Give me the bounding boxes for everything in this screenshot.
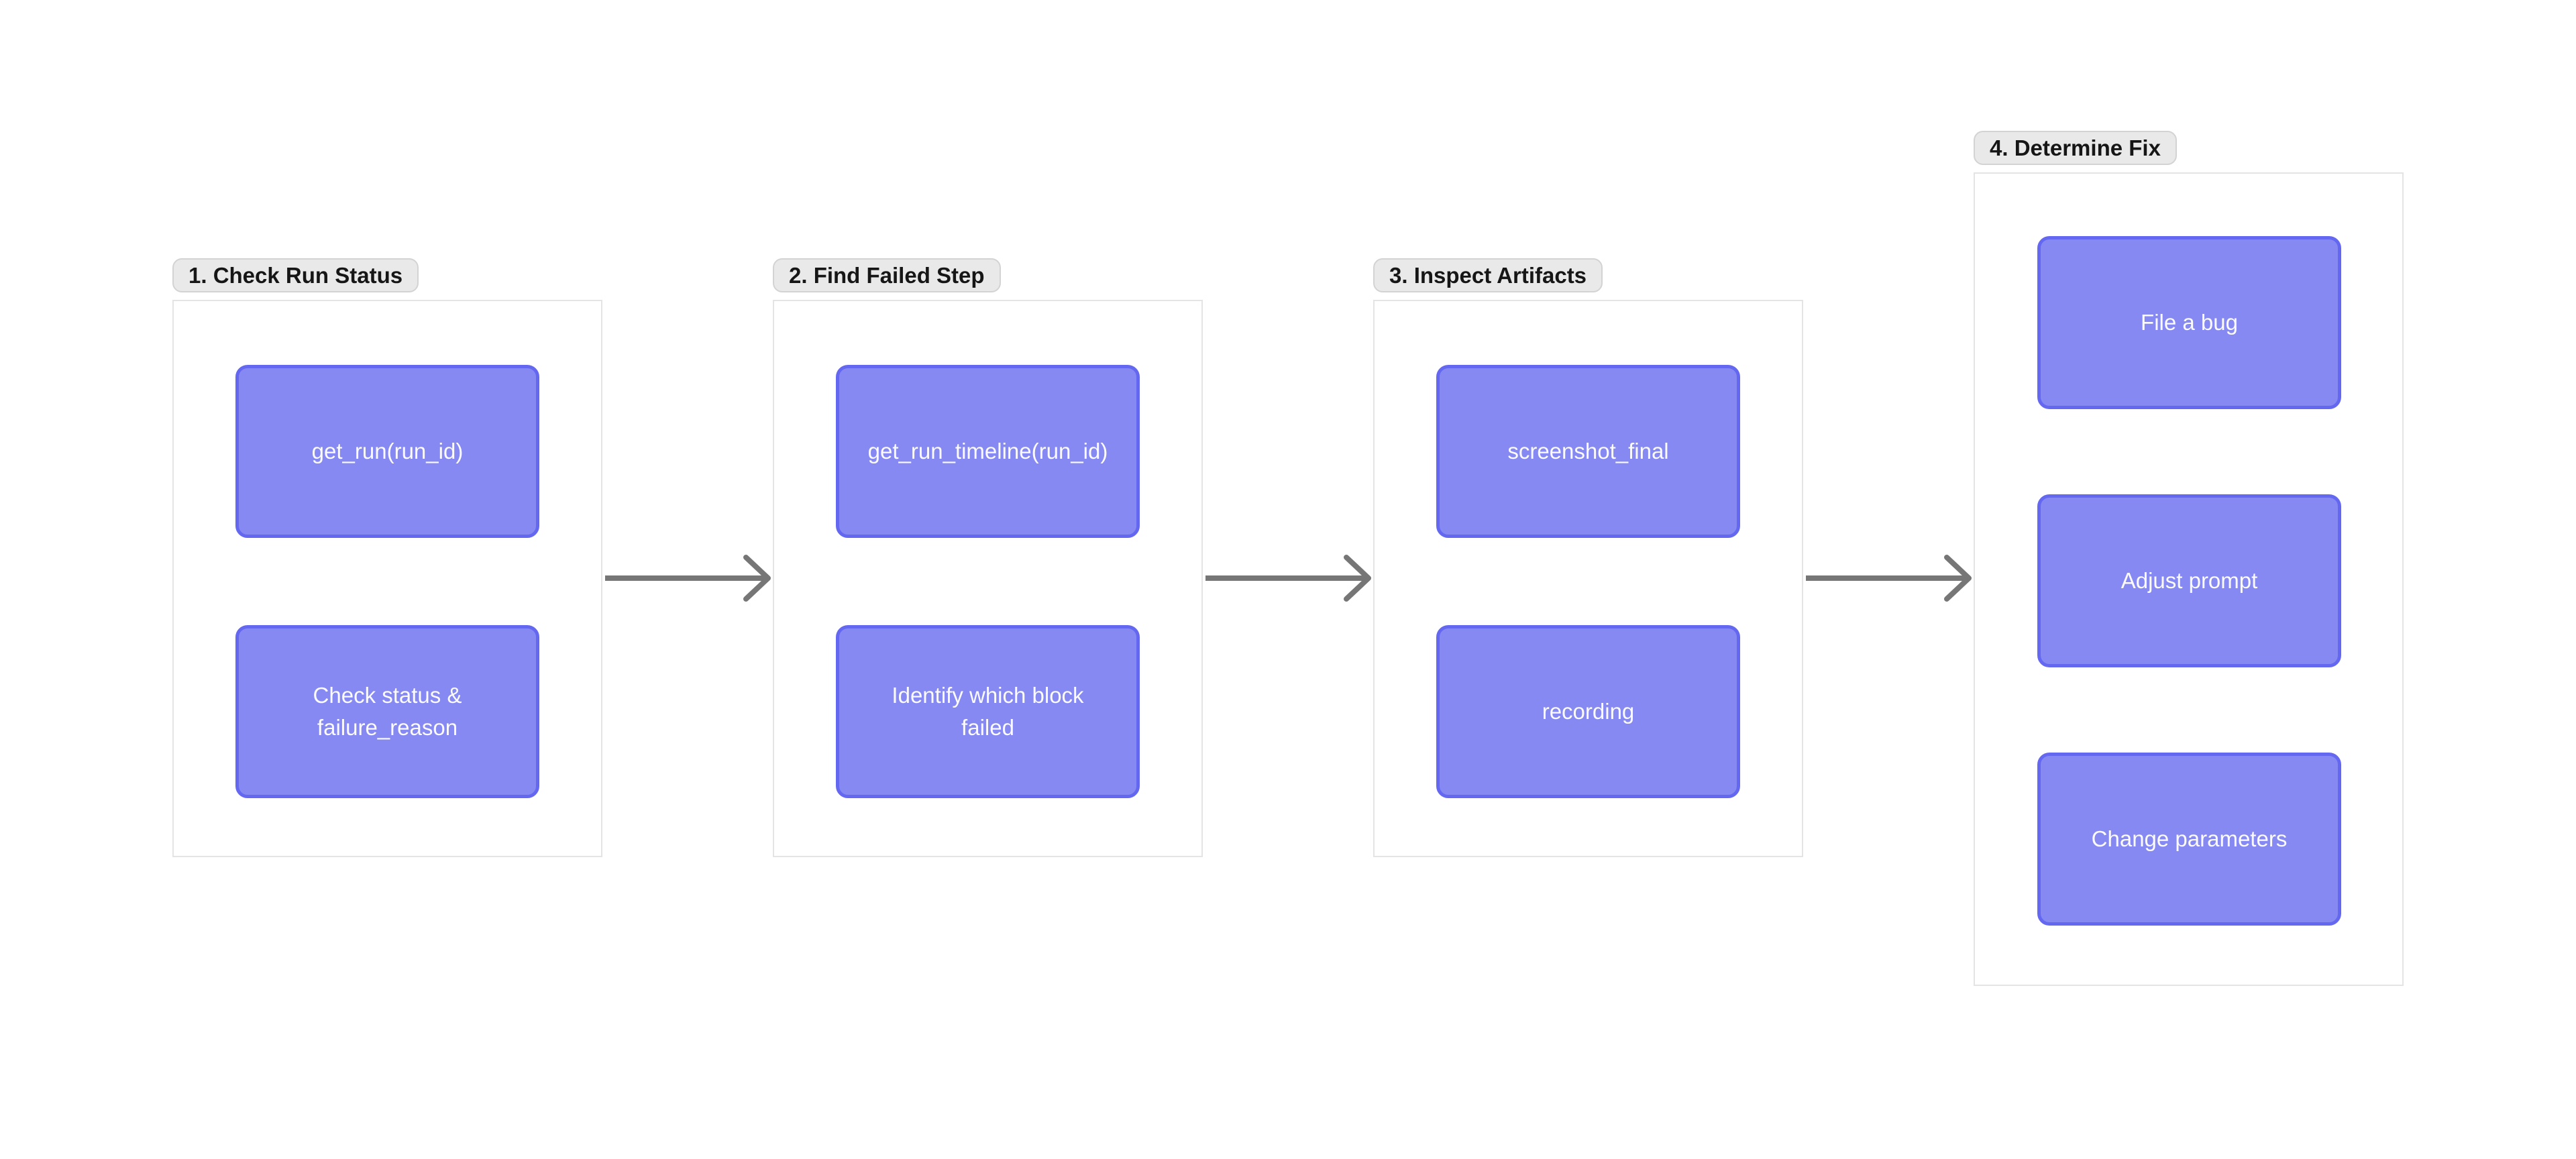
group-determine-fix[interactable]: 4. Determine Fix File a bug Adjust promp… [1974, 131, 2404, 986]
node-change-parameters[interactable]: Change parameters [2037, 753, 2341, 926]
node-adjust-prompt[interactable]: Adjust prompt [2037, 494, 2341, 667]
node-label: screenshot_final [1507, 439, 1669, 464]
group-inspect-artifacts[interactable]: 3. Inspect Artifacts screenshot_final re… [1373, 258, 1803, 857]
node-label: Adjust prompt [2121, 568, 2258, 594]
group-label: 4. Determine Fix [1974, 131, 2177, 165]
node-label: Change parameters [2091, 826, 2288, 852]
group-check-run-status[interactable]: 1. Check Run Status get_run(run_id) Chec… [172, 258, 602, 857]
node-screenshot-final[interactable]: screenshot_final [1436, 365, 1740, 538]
node-label: Check status & failure_reason [313, 683, 462, 740]
group-label: 1. Check Run Status [172, 258, 419, 292]
node-check-status-failure-reason[interactable]: Check status & failure_reason [235, 625, 539, 798]
flow-arrow-1 [605, 555, 771, 602]
node-recording[interactable]: recording [1436, 625, 1740, 798]
flow-arrow-2 [1205, 555, 1371, 602]
node-label: get_run(run_id) [311, 439, 464, 464]
node-get-run-timeline[interactable]: get_run_timeline(run_id) [836, 365, 1140, 538]
group-label: 2. Find Failed Step [773, 258, 1001, 292]
node-label: Identify which block failed [892, 683, 1084, 740]
node-identify-failed-block[interactable]: Identify which block failed [836, 625, 1140, 798]
node-file-a-bug[interactable]: File a bug [2037, 236, 2341, 409]
node-get-run[interactable]: get_run(run_id) [235, 365, 539, 538]
flow-arrow-3 [1806, 555, 1972, 602]
node-label: get_run_timeline(run_id) [867, 439, 1108, 464]
group-label: 3. Inspect Artifacts [1373, 258, 1603, 292]
group-find-failed-step[interactable]: 2. Find Failed Step get_run_timeline(run… [773, 258, 1203, 857]
node-label: File a bug [2141, 310, 2238, 335]
node-label: recording [1542, 699, 1635, 724]
